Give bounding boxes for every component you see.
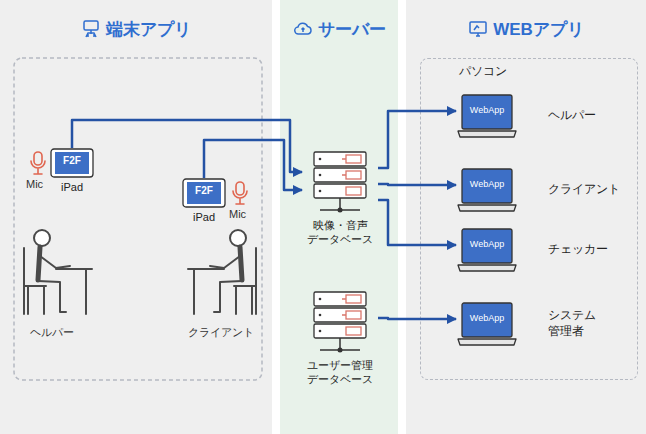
mic-label: Mic: [229, 208, 246, 221]
terminal-icon: [81, 19, 101, 39]
screen-text: F2F: [50, 156, 94, 166]
group-label: パソコン: [459, 63, 507, 80]
database-label: 映像・音声 データベース: [307, 219, 373, 247]
user-role-label: システム 管理者: [548, 308, 596, 339]
laptop-shape: [456, 301, 518, 347]
server-shape: [302, 290, 378, 356]
laptop-shape: [456, 227, 518, 273]
screen-text: WebApp: [463, 180, 511, 189]
pc-group: パソコンWebAppヘルパーWebAppクライアントWebAppチェッカーWeb…: [420, 58, 638, 380]
data-flow-arrow: [378, 111, 456, 168]
column-band: WEBアプリパソコン WebApp ヘルパー WebApp クライアント WebApp チェ…: [406, 0, 646, 434]
client-person: [188, 230, 256, 314]
laptop-webapp: WebApp チェッカー: [456, 227, 631, 273]
screen-text: WebApp: [463, 314, 511, 323]
screen-text: WebApp: [463, 240, 511, 249]
ipad-device: F2F iPad: [182, 178, 226, 230]
user-role-label: チェッカー: [548, 242, 608, 258]
person-label: ヘルパー: [30, 326, 74, 339]
laptop-shape: [456, 167, 518, 213]
data-flow-arrow: [204, 140, 302, 190]
column-header: WEBアプリ: [406, 14, 646, 44]
column-title: WEBアプリ: [493, 18, 584, 41]
laptop-shape: [456, 93, 518, 139]
mic-label: Mic: [26, 178, 43, 191]
column-header: 端末アプリ: [0, 14, 272, 44]
user-role-label: ヘルパー: [548, 108, 596, 124]
user-role-label: クライアント: [548, 182, 620, 198]
column-title: 端末アプリ: [106, 18, 191, 41]
data-flow-arrow: [378, 200, 456, 245]
data-flow-arrow: [378, 318, 456, 319]
laptop-webapp: WebApp クライアント: [456, 167, 631, 213]
database-label: ユーザー管理 データベース: [307, 359, 373, 387]
column-band: サーバー映像・音声 データベースユーザー管理 データベース: [280, 0, 398, 434]
laptop-webapp: WebApp ヘルパー: [456, 93, 631, 139]
screen-text: WebApp: [463, 106, 511, 115]
helper-person: [24, 230, 92, 314]
device-area-outline: [14, 58, 262, 380]
database-server: 映像・音声 データベース: [302, 150, 378, 258]
ipad-device: F2F iPad: [50, 148, 94, 200]
data-flow-arrow: [72, 120, 302, 172]
device-label: iPad: [50, 181, 94, 194]
person-label: クライアント: [188, 326, 254, 339]
monitor-icon: [468, 19, 488, 39]
laptop-webapp: WebApp システム 管理者: [456, 301, 631, 347]
mic-icon: [233, 182, 247, 204]
column-header: サーバー: [280, 14, 398, 44]
cloud-icon: [293, 19, 313, 39]
server-shape: [302, 150, 378, 216]
device-label: iPad: [182, 211, 226, 224]
database-server: ユーザー管理 データベース: [302, 290, 378, 398]
screen-text: F2F: [182, 186, 226, 196]
column-title: サーバー: [318, 18, 386, 41]
mic-icon: [31, 152, 45, 174]
data-flow-arrow: [378, 184, 456, 185]
